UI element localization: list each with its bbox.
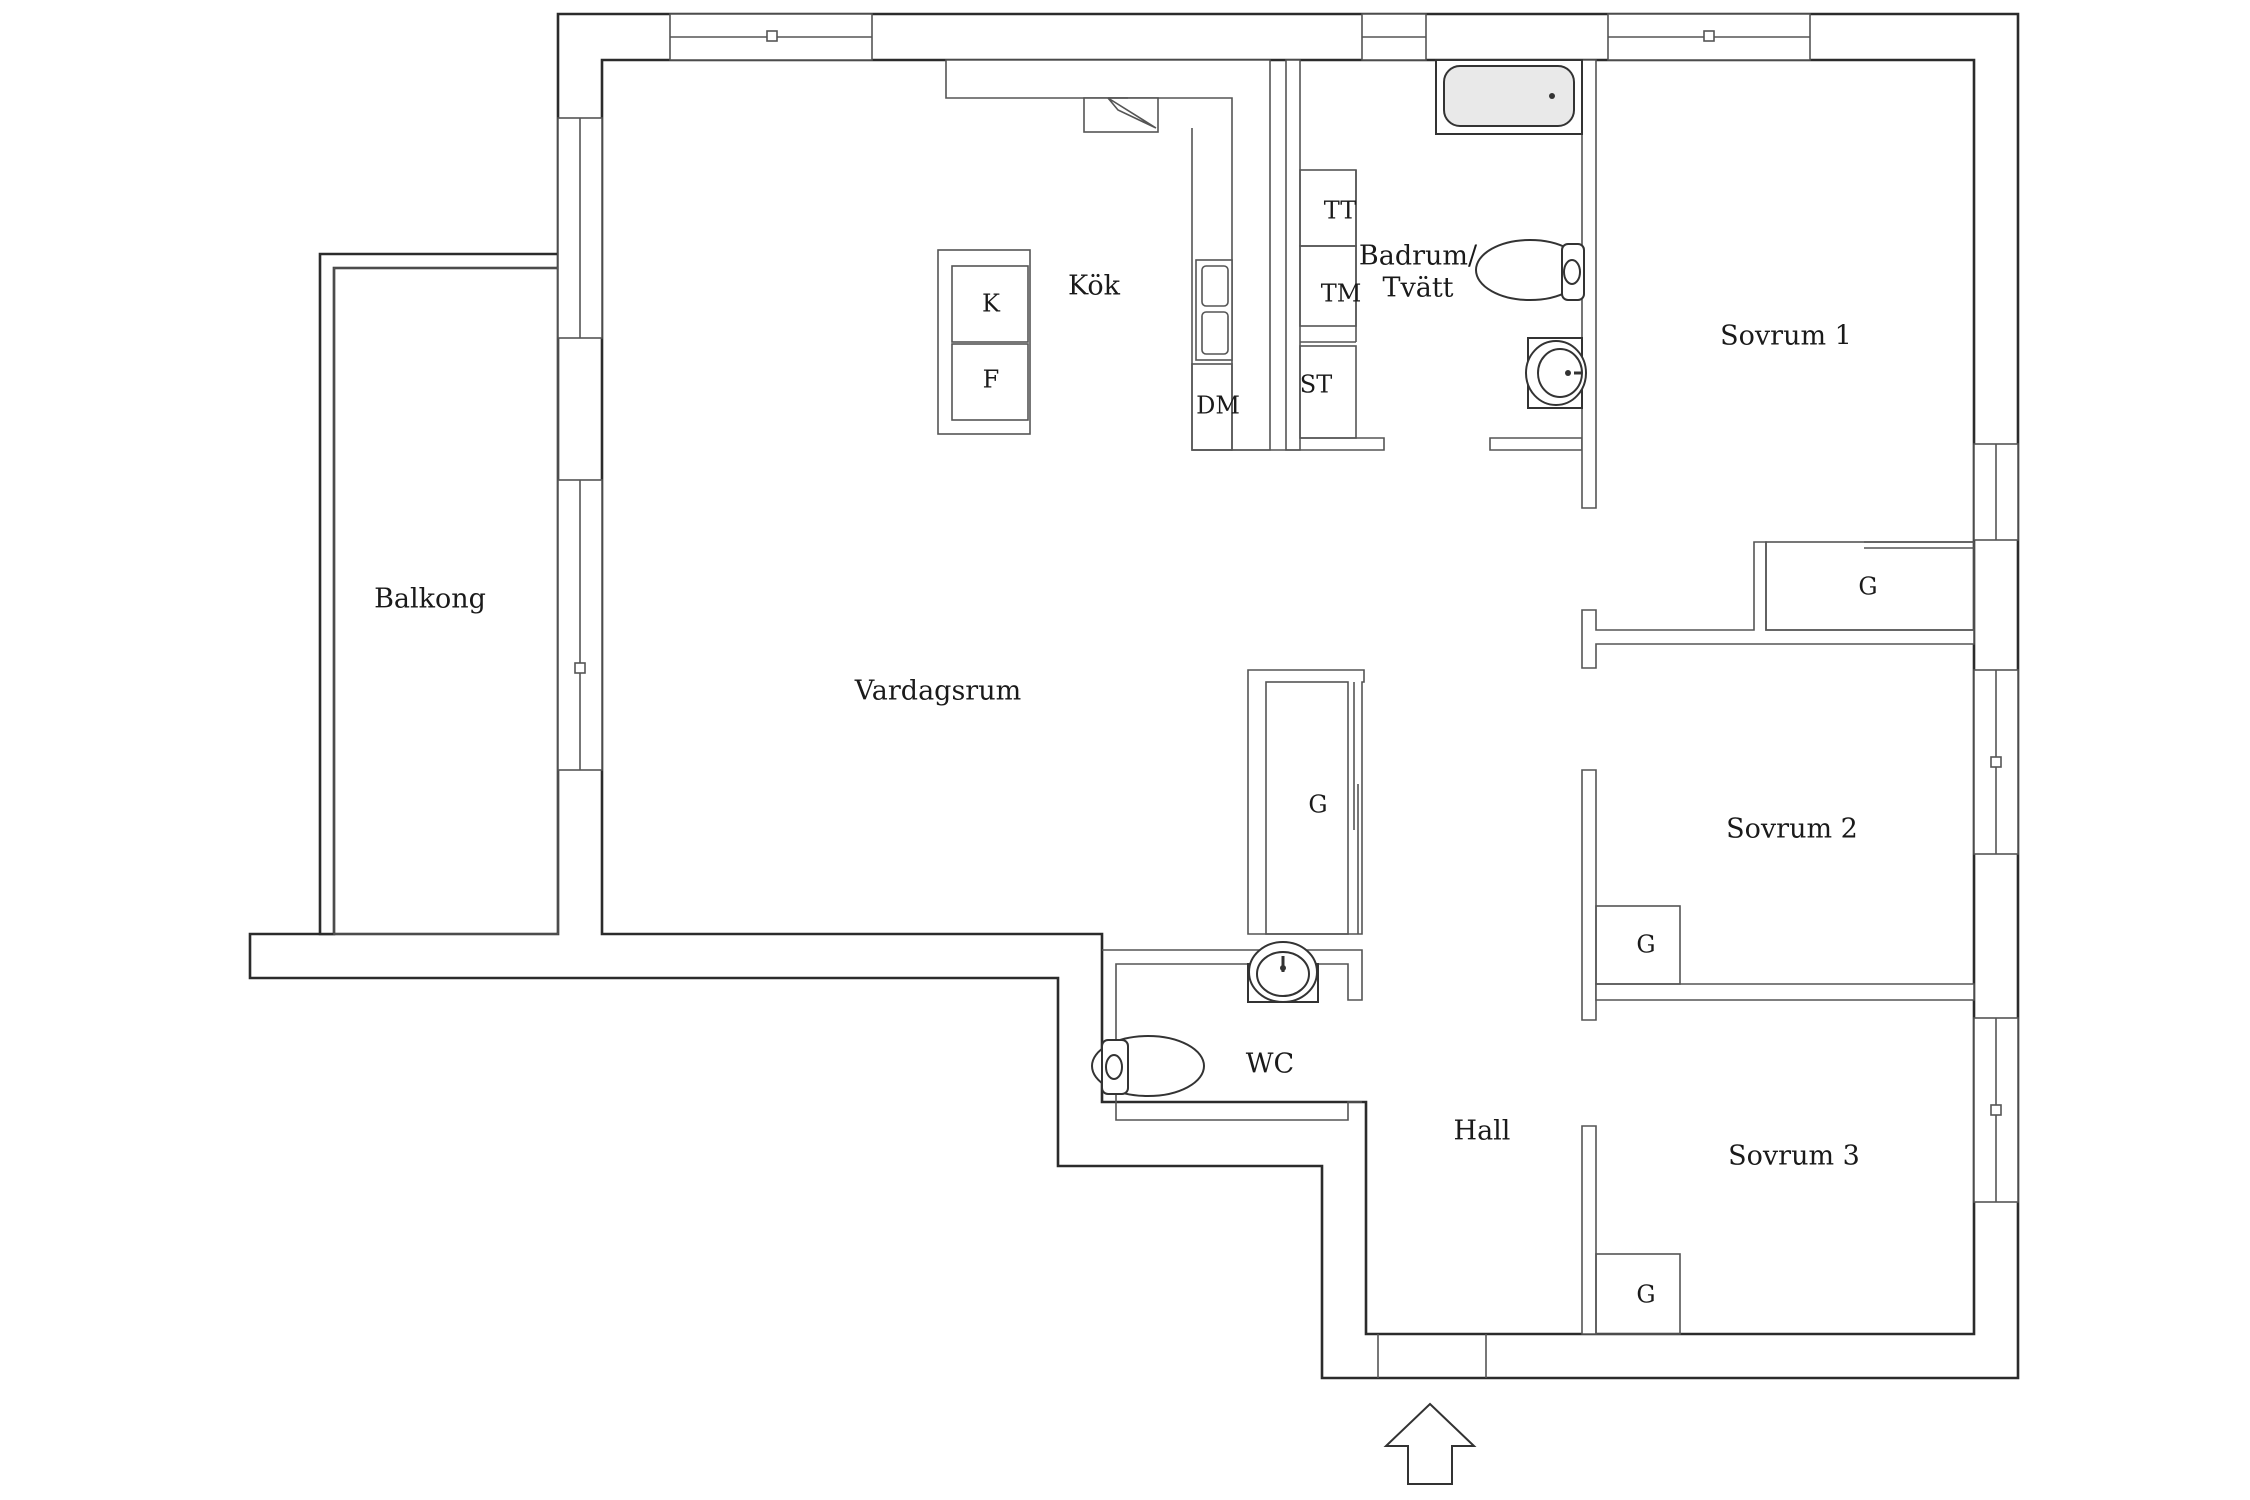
stove-icon	[1107, 97, 1157, 129]
wardrobe-label-living: G	[1308, 791, 1327, 819]
wc-toilet-icon	[1091, 1035, 1205, 1097]
room-label-bathroom-line2: Tvätt	[1382, 273, 1453, 304]
freezer-label: F	[983, 366, 1000, 394]
entrance-arrow-icon	[1383, 1402, 1477, 1485]
interior-walls	[945, 59, 1975, 1378]
room-labels: Kök Badrum/ Tvätt Sovrum 1 Balkong Varda…	[374, 241, 1860, 1172]
washbasin-icon	[1525, 337, 1587, 409]
storage-cabinet-label: ST	[1300, 371, 1332, 399]
room-label-living-room: Vardagsrum	[854, 676, 1021, 707]
toilet-icon	[1475, 239, 1585, 301]
room-label-bedroom1: Sovrum 1	[1720, 321, 1852, 352]
bathtub-icon	[1435, 59, 1583, 135]
wardrobe-label-bedroom2: G	[1636, 931, 1655, 959]
wardrobe-label-bedroom1: G	[1858, 573, 1877, 601]
windows	[557, 13, 2019, 1203]
room-label-wc: WC	[1246, 1049, 1294, 1080]
wc-washbasin-icon	[1247, 941, 1319, 1003]
room-label-bedroom2: Sovrum 2	[1726, 814, 1858, 845]
wc-fixtures	[1091, 941, 1319, 1097]
dryer-label: TT	[1324, 197, 1356, 225]
washer-label: TM	[1321, 280, 1362, 308]
wardrobe-label-bedroom3: G	[1636, 1281, 1655, 1309]
room-label-bedroom3: Sovrum 3	[1728, 1141, 1860, 1172]
kitchen-sink-icon	[1195, 259, 1233, 361]
bathroom-fixtures: TT TM ST	[1299, 59, 1587, 439]
wardrobes: G G G G	[1308, 573, 1878, 1335]
exterior-walls	[248, 12, 2020, 1380]
room-label-kitchen: Kök	[1068, 271, 1121, 302]
room-label-bathroom-line1: Badrum/	[1359, 241, 1478, 272]
dishwasher-label: DM	[1196, 392, 1240, 420]
room-label-balcony: Balkong	[374, 584, 486, 615]
room-label-hall: Hall	[1454, 1116, 1511, 1147]
fridge-label: K	[982, 290, 1001, 318]
kitchen-fixtures: K F DM	[937, 97, 1240, 451]
